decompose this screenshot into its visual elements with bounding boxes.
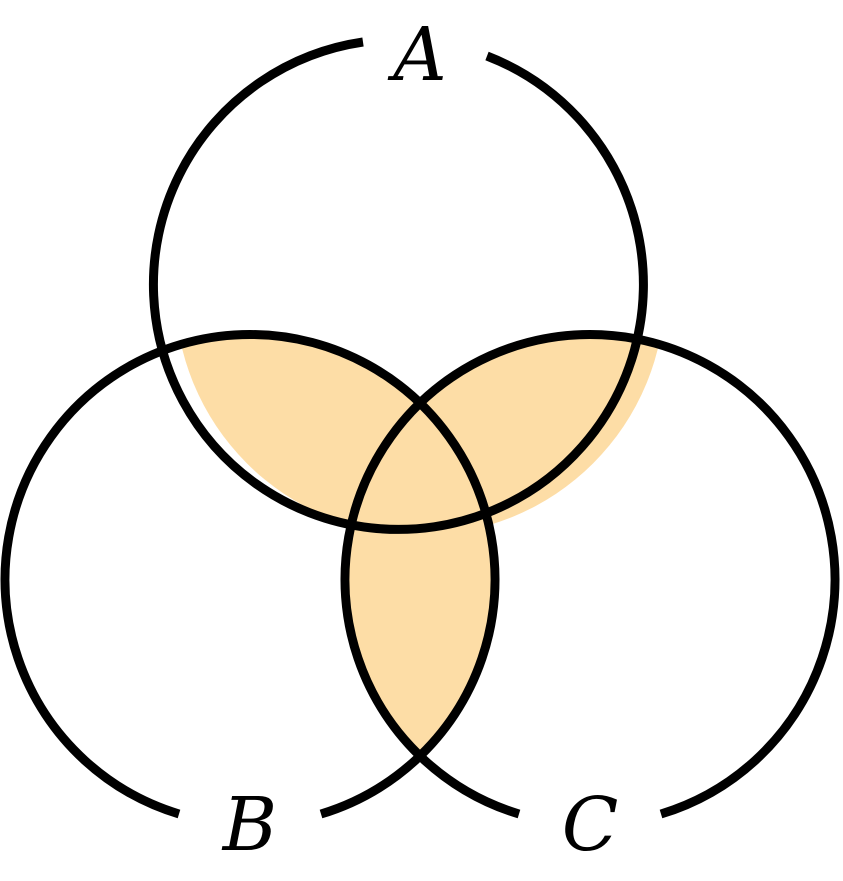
set-outlines bbox=[0, 37, 840, 819]
set-label-b: B bbox=[221, 782, 277, 868]
circle-a bbox=[148, 37, 648, 534]
circle-b bbox=[0, 330, 500, 819]
set-label-a: A bbox=[387, 12, 446, 98]
set-label-c: C bbox=[562, 782, 619, 868]
circle-c bbox=[340, 330, 840, 819]
